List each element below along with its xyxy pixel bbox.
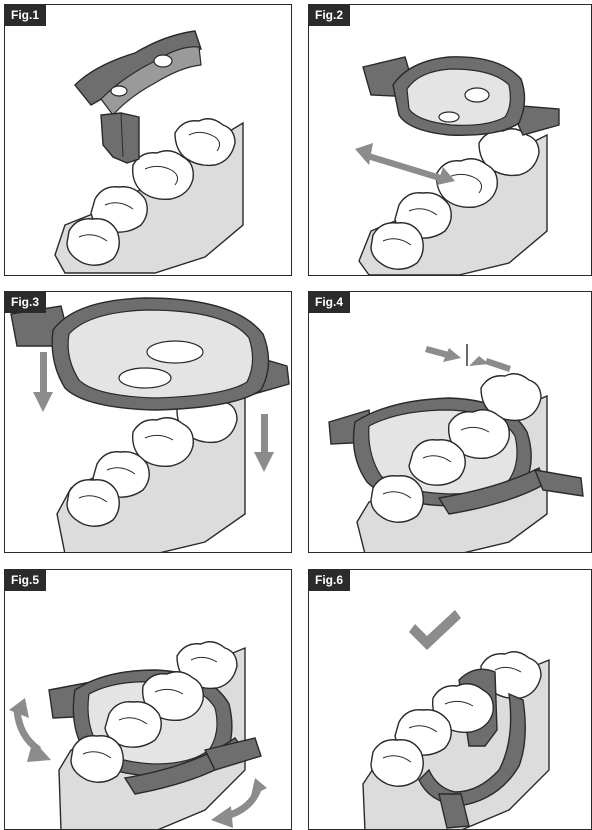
figure-label: Fig.6	[309, 570, 350, 591]
band-hole	[465, 88, 489, 102]
fig4-illustration	[309, 292, 592, 553]
fig1-illustration	[5, 5, 292, 276]
figure-panel-4: Fig.4	[308, 291, 592, 553]
tooth-premolar-2	[67, 480, 119, 527]
down-arrow-icon	[254, 414, 274, 472]
curved-arrow-icon	[211, 806, 233, 828]
fig5-illustration	[5, 570, 292, 830]
figure-label: Fig.3	[5, 292, 46, 313]
tooth-molar-2	[133, 151, 194, 200]
figure-panel-5: Fig.5	[4, 569, 292, 830]
matrix-band-strip	[101, 113, 139, 163]
figure-label: Fig.5	[5, 570, 46, 591]
tooth-premolar-2	[371, 476, 423, 523]
fig6-illustration	[309, 570, 592, 830]
figure-label: Fig.2	[309, 5, 350, 26]
tooth-premolar-2	[371, 740, 423, 787]
figure-label: Fig.4	[309, 292, 350, 313]
tooth-premolar-2	[67, 219, 119, 266]
tooth-premolar-1	[409, 440, 465, 485]
figure-panel-3: Fig.3	[4, 291, 292, 553]
band-hole	[111, 86, 127, 96]
tooth-premolar-2	[371, 223, 423, 270]
tooth-premolar-2	[71, 736, 123, 783]
band-hole	[147, 341, 203, 363]
figure-panel-6: Fig.6	[308, 569, 592, 830]
double-arrow-icon	[355, 143, 455, 185]
checkmark-icon	[409, 610, 461, 650]
band-hole	[154, 55, 172, 67]
fig3-illustration	[5, 292, 292, 553]
figure-panel-1: Fig.1	[4, 4, 292, 276]
down-arrow-icon	[33, 352, 53, 412]
fig2-illustration	[309, 5, 592, 276]
figure-panel-2: Fig.2	[308, 4, 592, 276]
press-arrows-icon	[425, 344, 511, 372]
band-hole	[119, 368, 171, 388]
figure-label: Fig.1	[5, 5, 46, 26]
band-hole	[439, 112, 459, 122]
